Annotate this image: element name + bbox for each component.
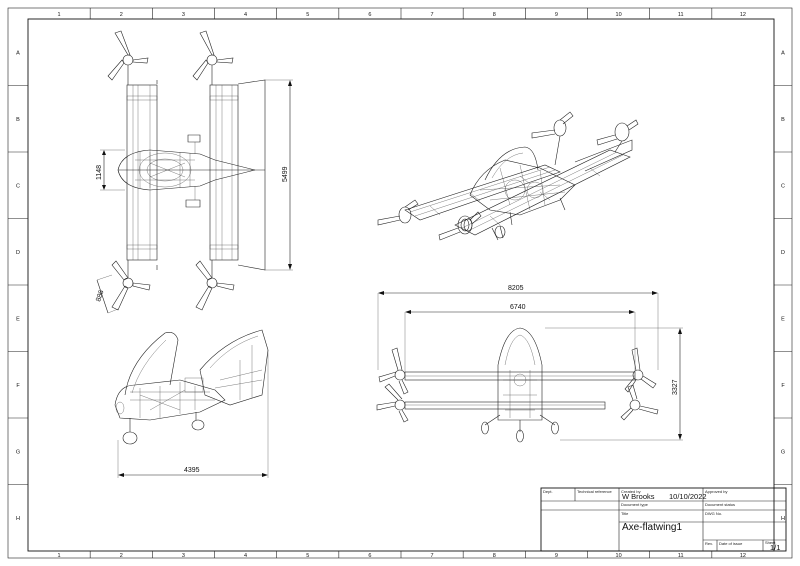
zone-row-label: E	[16, 316, 20, 322]
tb-created-by: W Brooks	[622, 492, 655, 501]
zone-labels-right: A B C D E F G H	[774, 50, 792, 522]
tb-date-of-issue-caption: Date of issue	[719, 541, 743, 546]
zone-col-label: 3	[182, 12, 185, 18]
zone-col-label: 6	[368, 12, 371, 18]
zone-row-label: D	[781, 250, 785, 256]
side-view-rear-wheel	[191, 419, 205, 431]
tb-dwg-no-caption: DWG No.	[705, 511, 722, 516]
zone-col-label: 7	[431, 553, 434, 559]
tb-sheet-caption: Sheet	[765, 540, 776, 545]
zone-col-label: 11	[678, 553, 684, 559]
front-view: 8205 6740 3327	[376, 285, 683, 443]
top-view-propeller-rl	[111, 260, 151, 311]
dim-front-inner: 6740	[510, 304, 526, 311]
tb-tech-ref-caption: Technical reference	[577, 489, 612, 494]
dim-top-span: 5499	[282, 166, 289, 182]
tb-doc-status-caption: Document status	[705, 502, 735, 507]
front-view-lower-wing	[404, 401, 606, 410]
iso-propeller-2	[438, 211, 482, 241]
zone-col-label: 12	[740, 12, 746, 18]
dim-front-span: 8205	[508, 285, 524, 292]
zone-col-label: 4	[244, 12, 247, 18]
iso-fuselage	[469, 159, 576, 216]
iso-canopy	[484, 146, 539, 181]
tb-doc-type-caption: Document type	[621, 502, 649, 507]
tb-sheet: 1/1	[770, 543, 780, 552]
zone-col-label: 10	[616, 553, 622, 559]
zone-row-label: F	[16, 383, 20, 389]
iso-rear-wing	[404, 164, 561, 221]
tb-dept-caption: Dept.	[543, 489, 553, 494]
side-view-tail	[199, 329, 269, 406]
tb-approved-by-caption: Approved by	[705, 489, 727, 494]
side-view: 4395	[114, 329, 269, 478]
zone-row-label: H	[781, 516, 785, 522]
iso-front-wing	[454, 149, 631, 236]
zone-row-label: B	[781, 117, 785, 123]
zone-col-label: 6	[368, 553, 371, 559]
front-view-fuselage	[497, 327, 543, 421]
inner-frame	[27, 18, 775, 552]
dim-front-height: 3327	[672, 379, 679, 395]
side-view-fuselage	[114, 379, 226, 421]
top-view-left-wing	[126, 84, 158, 261]
zone-col-label: 1	[58, 12, 61, 18]
zone-col-label: 9	[555, 553, 558, 559]
front-view-propeller-ll	[376, 383, 409, 423]
iso-propeller-3	[531, 111, 574, 166]
zone-row-label: B	[16, 117, 20, 123]
top-view-propeller-fl	[107, 30, 149, 85]
zone-row-label: E	[781, 316, 785, 322]
tb-created-by-caption: Created by	[621, 489, 641, 494]
zone-col-label: 5	[306, 12, 309, 18]
zone-col-label: 2	[120, 12, 123, 18]
zone-col-label: 8	[493, 553, 496, 559]
top-view-propeller-rr	[195, 260, 235, 311]
zone-row-label: G	[781, 449, 785, 455]
top-view-right-wing	[209, 84, 239, 261]
zone-row-label: H	[16, 516, 20, 522]
zone-col-label: 9	[555, 12, 558, 18]
zone-labels-left: A B C D E F G H	[8, 50, 28, 522]
zone-col-label: 2	[120, 553, 123, 559]
dim-top-prop: 886	[95, 289, 105, 302]
side-view-front-wheel	[122, 431, 138, 445]
zone-row-label: A	[781, 50, 785, 56]
tb-rev-caption: Rev.	[705, 541, 713, 546]
title-block: Dept. Technical reference Created by W B…	[540, 487, 787, 552]
zone-col-label: 1	[58, 553, 61, 559]
front-view-propeller-lr	[620, 384, 659, 421]
zone-col-label: 3	[182, 553, 185, 559]
isometric-view	[377, 111, 639, 241]
outer-frame	[7, 7, 793, 559]
zone-col-label: 4	[244, 553, 247, 559]
zone-col-label: 12	[740, 553, 746, 559]
zone-row-label: G	[16, 449, 20, 455]
top-view: 5499 1148 886	[95, 30, 293, 314]
front-view-propeller-ul	[378, 347, 409, 395]
iso-propeller-1	[377, 199, 419, 226]
zone-col-label: 11	[678, 12, 684, 18]
zone-row-label: C	[781, 183, 785, 189]
zone-row-label: F	[781, 383, 785, 389]
dim-side-length: 4395	[184, 467, 200, 474]
zone-col-label: 8	[493, 12, 496, 18]
zone-col-label: 10	[616, 12, 622, 18]
front-view-propeller-ur	[624, 347, 657, 393]
top-view-propeller-fr	[192, 30, 234, 85]
zone-row-label: A	[16, 50, 20, 56]
zone-col-label: 5	[306, 553, 309, 559]
dim-top-width: 1148	[96, 165, 103, 180]
iso-propeller-4	[596, 119, 639, 153]
tb-title-caption: Title	[621, 511, 629, 516]
tb-date: 10/10/2022	[669, 492, 707, 501]
tb-title: Axe-flatwing1	[622, 522, 682, 533]
zone-row-label: D	[16, 250, 20, 256]
zone-col-label: 7	[431, 12, 434, 18]
zone-row-label: C	[16, 183, 20, 189]
side-view-canopy	[124, 332, 179, 396]
